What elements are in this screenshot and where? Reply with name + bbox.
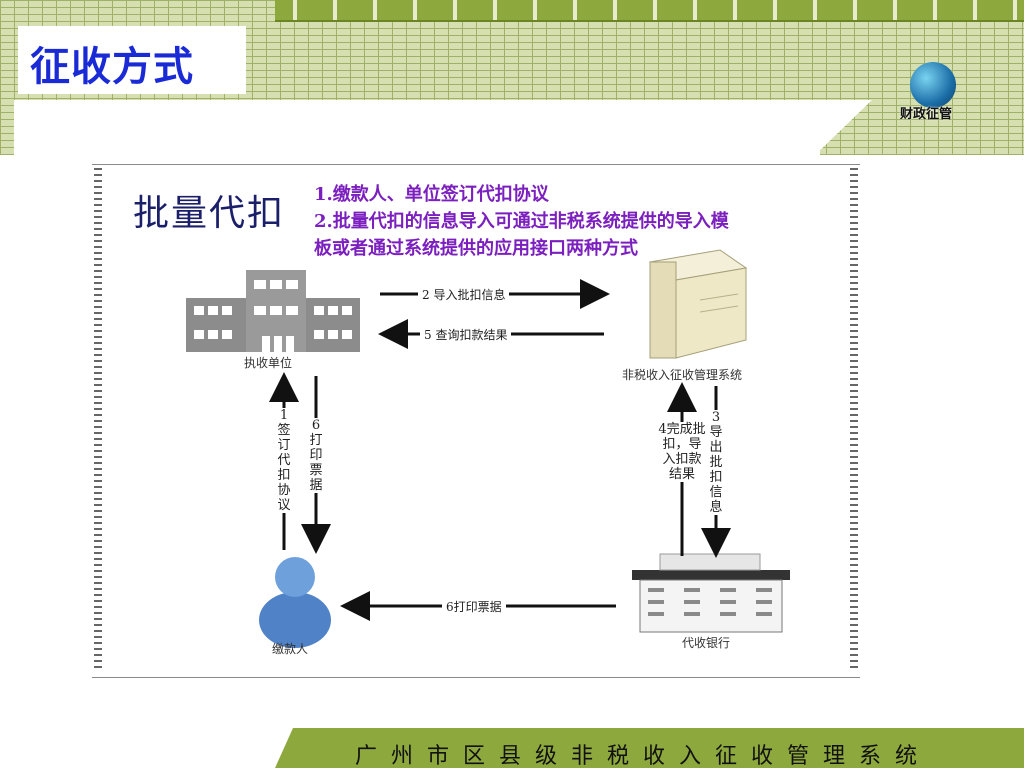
note-line-3: 板或者通过系统提供的应用接口两种方式 xyxy=(314,238,638,259)
footer-bar xyxy=(275,728,1024,768)
node-label-system: 非税收入征收管理系统 xyxy=(622,368,743,382)
header-white-slant xyxy=(812,100,872,158)
edge-label-3: 3导出批扣信息 xyxy=(708,410,724,515)
edge-label-6b: 6打印票据 xyxy=(442,598,506,615)
frame-right-border xyxy=(850,168,858,672)
edge-label-5: 5 查询扣款结果 xyxy=(420,326,512,343)
logo-text: 财政征管 xyxy=(900,107,953,122)
building-icon xyxy=(186,270,360,352)
title-box xyxy=(18,26,246,94)
note-line-2: 2.批量代扣的信息导入可通过非税系统提供的导入模 xyxy=(314,211,729,232)
server-icon xyxy=(648,249,748,359)
note-line-1: 1.缴款人、单位签订代扣协议 xyxy=(314,184,549,205)
globe-logo-icon xyxy=(910,62,956,108)
header-white-band xyxy=(14,100,820,158)
header-stripe xyxy=(275,0,1024,22)
footer-text: 广州市区县级非税收入征收管理系统 xyxy=(355,744,932,769)
edge-label-6a: 6打印票据 xyxy=(308,418,324,493)
node-label-bank: 代收银行 xyxy=(682,636,731,650)
node-label-payer: 缴款人 xyxy=(272,642,309,656)
bank-icon xyxy=(632,553,790,633)
slide-title: 征收方式 xyxy=(30,44,194,90)
node-label-unit: 执收单位 xyxy=(244,356,293,370)
payer-person-icon xyxy=(259,557,331,648)
edge-label-2: 2 导入批扣信息 xyxy=(418,286,510,303)
diagram-heading: 批量代扣 xyxy=(133,193,286,234)
edge-label-4: 4完成批扣，导入扣款结果 xyxy=(658,422,706,482)
edge-label-1: 1签订代扣协议 xyxy=(276,408,292,513)
frame-left-border xyxy=(94,168,102,672)
